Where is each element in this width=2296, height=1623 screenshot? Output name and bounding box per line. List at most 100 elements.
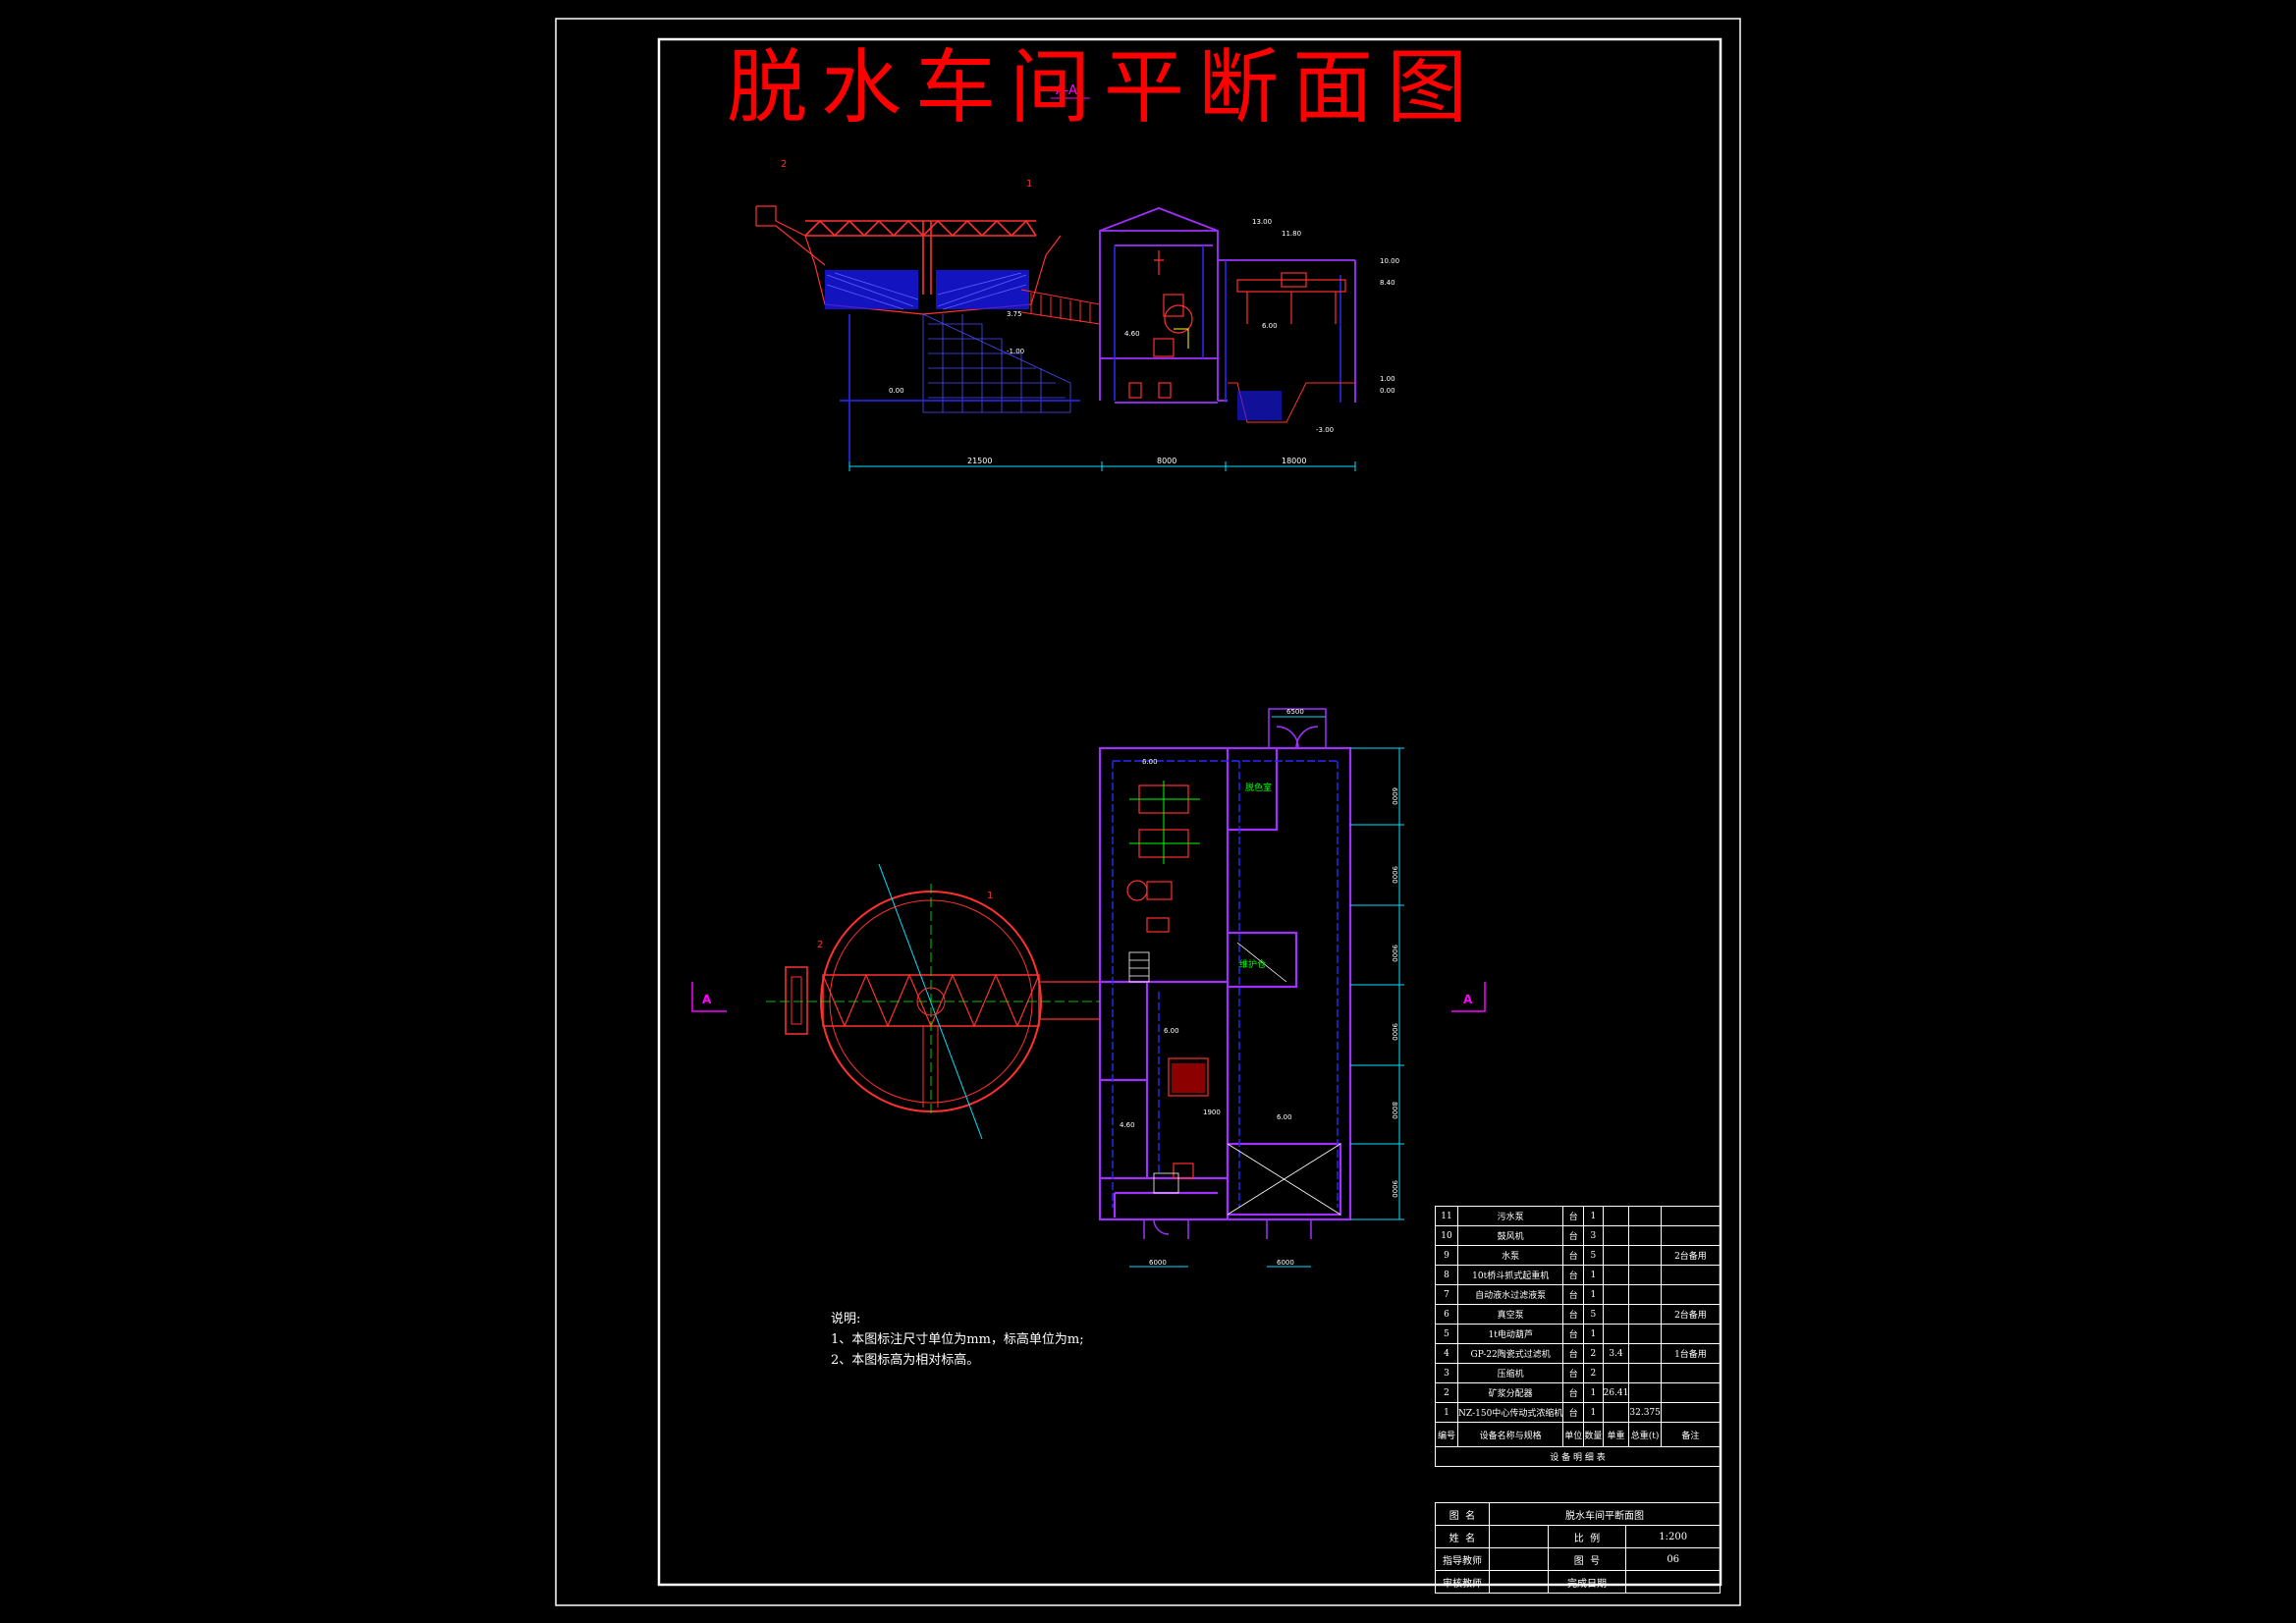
elev-label: 0.00 xyxy=(1380,387,1395,395)
plan-dim: 9000 xyxy=(1391,1180,1398,1198)
room-label: 维护仓 xyxy=(1239,958,1266,970)
section-marker-left: A xyxy=(702,993,712,1006)
bom-cell-note xyxy=(1660,1206,1722,1226)
bom-cell-w2 xyxy=(1628,1265,1662,1285)
bom-cell-no: 6 xyxy=(1435,1304,1458,1325)
bom-cell-name: 压缩机 xyxy=(1456,1363,1564,1383)
inner-border xyxy=(657,37,1722,1587)
bom-cell-note xyxy=(1660,1225,1722,1246)
bom-cell-no: 5 xyxy=(1435,1324,1458,1344)
bom-caption: 设 备 明 细 表 xyxy=(1435,1446,1721,1467)
plan-dim: 1900 xyxy=(1203,1109,1221,1116)
bom-cell-note xyxy=(1660,1324,1722,1344)
tb-cell xyxy=(1488,1525,1549,1548)
callout-label: 1 xyxy=(987,891,993,901)
plan-view: 6500 6000 9000 9000 9000 8000 9000 6000 … xyxy=(691,708,1486,1268)
tb-cell: 完成日期 xyxy=(1547,1570,1627,1594)
bom-cell-name: 10t桥斗抓式起重机 xyxy=(1456,1265,1564,1285)
room-label: 脱色室 xyxy=(1245,782,1272,793)
section-marker-right: A xyxy=(1463,993,1473,1006)
bom-cell-note xyxy=(1660,1265,1722,1285)
bom-cell-w1 xyxy=(1602,1284,1630,1305)
bom-cell-w2 xyxy=(1628,1363,1662,1383)
elev-label: 11.80 xyxy=(1282,230,1301,238)
plan-dim: 6000 xyxy=(1277,1259,1294,1267)
bom-cell-unit: 台 xyxy=(1562,1363,1585,1383)
bom-cell-w1 xyxy=(1602,1363,1630,1383)
bom-cell-w1: 3.4 xyxy=(1602,1343,1630,1364)
plan-elev: 6.00 xyxy=(1164,1027,1179,1035)
plan-elev: 4.60 xyxy=(1120,1121,1135,1129)
bom-cell-no: 7 xyxy=(1435,1284,1458,1305)
elev-label: 6.00 xyxy=(1262,322,1278,330)
bom-cell-name: 水泵 xyxy=(1456,1245,1564,1266)
notes-line-2: 2、本图标高为相对标高。 xyxy=(831,1353,980,1368)
plan-elev: 6.00 xyxy=(1277,1113,1292,1121)
tb-scale: 1:200 xyxy=(1625,1525,1721,1548)
bom-cell-note: 2台备用 xyxy=(1660,1245,1722,1266)
bom-cell-qty: 2 xyxy=(1583,1363,1604,1383)
notes-heading: 说明: xyxy=(831,1312,861,1326)
bom-cell-note: 1台备用 xyxy=(1660,1343,1722,1364)
bom-cell-unit: 台 xyxy=(1562,1304,1585,1325)
bom-header-note: 备注 xyxy=(1660,1422,1722,1447)
elev-label: -1.00 xyxy=(1007,348,1024,355)
bom-cell-w2 xyxy=(1628,1304,1662,1325)
bom-cell-w1 xyxy=(1602,1304,1630,1325)
bom-cell-w1 xyxy=(1602,1265,1630,1285)
elev-label: 3.75 xyxy=(1007,310,1022,318)
bom-cell-qty: 5 xyxy=(1583,1304,1604,1325)
bom-cell-w2 xyxy=(1628,1343,1662,1364)
bom-header-qty: 数量 xyxy=(1583,1422,1604,1447)
bom-cell-qty: 1 xyxy=(1583,1284,1604,1305)
bom-cell-w2 xyxy=(1628,1284,1662,1305)
bom-cell-qty: 2 xyxy=(1583,1343,1604,1364)
bom-cell-name: 污水泵 xyxy=(1456,1206,1564,1226)
title-block: 图 名 脱水车间平断面图 姓 名 比 例 1:200 指导教师 图 号 06 审… xyxy=(1435,1502,1722,1594)
callout-label: 1 xyxy=(1026,179,1032,189)
bom-cell-note xyxy=(1660,1382,1722,1403)
bom-cell-name: 鼓风机 xyxy=(1456,1225,1564,1246)
tb-cell: 图 名 xyxy=(1435,1502,1490,1526)
elev-label: 13.00 xyxy=(1252,218,1272,226)
plan-dim: 6000 xyxy=(1391,787,1398,805)
elev-label: 10.00 xyxy=(1380,257,1399,265)
elev-label: 8.40 xyxy=(1380,279,1395,287)
notes-line-1: 1、本图标注尺寸单位为mm，标高单位为m; xyxy=(831,1332,1084,1347)
tb-cell: 指导教师 xyxy=(1435,1547,1490,1571)
elev-label: 4.60 xyxy=(1124,330,1140,338)
elev-label: 0.00 xyxy=(889,387,904,395)
plan-elev: 6.00 xyxy=(1142,758,1158,766)
drawing-title: 脱水车间平断面图 xyxy=(727,41,1482,135)
bom-cell-no: 10 xyxy=(1435,1225,1458,1246)
bom-cell-qty: 1 xyxy=(1583,1382,1604,1403)
bom-header-name: 设备名称与规格 xyxy=(1456,1422,1564,1447)
bom-cell-name: 1t电动葫芦 xyxy=(1456,1324,1564,1344)
plan-dim: 8000 xyxy=(1391,1102,1398,1119)
bom-cell-name: GP-22陶瓷式过滤机 xyxy=(1456,1343,1564,1364)
bom-header-no: 编号 xyxy=(1435,1422,1458,1447)
bom-cell-no: 9 xyxy=(1435,1245,1458,1266)
bom-cell-w1 xyxy=(1602,1245,1630,1266)
bom-cell-name: NZ-150中心传动式浓缩机 xyxy=(1456,1402,1564,1423)
bom-cell-qty: 1 xyxy=(1583,1206,1604,1226)
tb-cell: 审核教师 xyxy=(1435,1570,1490,1594)
section-view: 21500 8000 18000 13.00 11.80 10.00 8.40 … xyxy=(755,159,1399,471)
bom-cell-unit: 台 xyxy=(1562,1382,1585,1403)
bom-cell-unit: 台 xyxy=(1562,1402,1585,1423)
tb-cell: 姓 名 xyxy=(1435,1525,1490,1548)
bom-cell-no: 2 xyxy=(1435,1382,1458,1403)
callout-label: 2 xyxy=(781,159,787,170)
plan-dim: 9000 xyxy=(1391,1023,1398,1041)
outer-border xyxy=(555,18,1741,1606)
bom-header-w1: 单重 xyxy=(1602,1422,1630,1447)
